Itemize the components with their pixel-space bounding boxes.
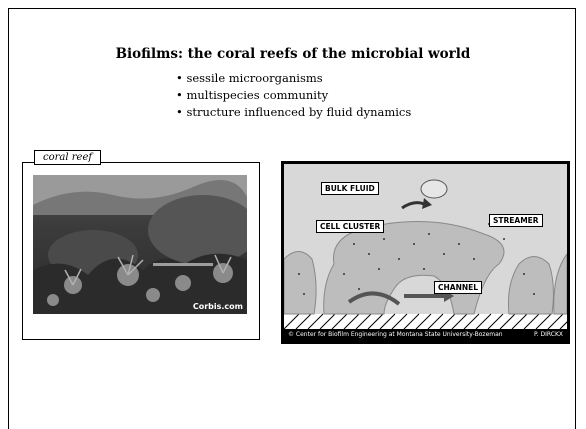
photo-credit: Corbis.com (193, 302, 243, 311)
coral-reef-label: coral reef (34, 150, 101, 165)
diagram-copyright: © Center for Biofilm Engineering at Mont… (288, 331, 503, 338)
bullet-item: structure influenced by fluid dynamics (176, 104, 411, 121)
coral-reef-illustration (33, 175, 247, 314)
diagram-footer: © Center for Biofilm Engineering at Mont… (284, 329, 567, 341)
bullet-item: multispecies community (176, 87, 411, 104)
bullet-item: sessile microorganisms (176, 70, 411, 87)
slide-title: Biofilms: the coral reefs of the microbi… (0, 46, 586, 62)
coral-reef-photo: Corbis.com (33, 175, 247, 314)
bullet-list: sessile microorganisms multispecies comm… (176, 70, 411, 121)
cell-cluster-label: CELL CLUSTER (316, 220, 384, 233)
channel-label: CHANNEL (434, 281, 482, 294)
diagram-artist: P. DIRCKX (534, 329, 563, 341)
biofilm-diagram: BULK FLUID CELL CLUSTER STREAMER CHANNEL… (281, 161, 570, 344)
bulk-fluid-label: BULK FLUID (321, 182, 379, 195)
streamer-label: STREAMER (489, 214, 543, 227)
